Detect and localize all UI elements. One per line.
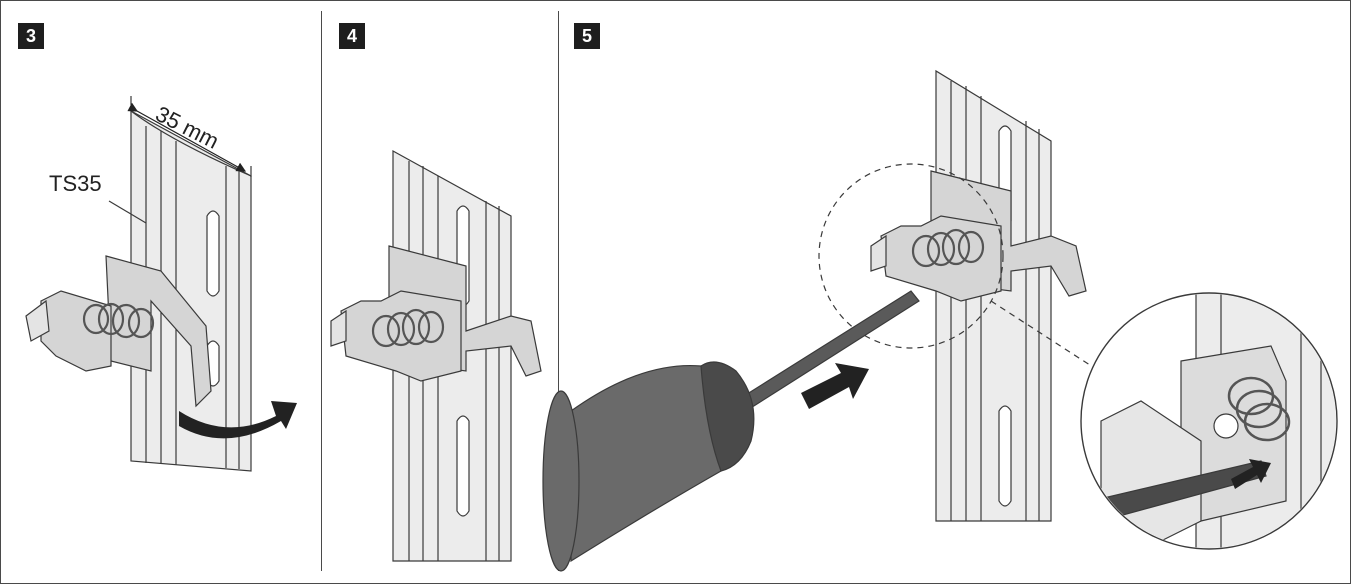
rail-leader-line [108,200,147,224]
detail-push-arrow [1231,459,1271,489]
rotation-arrow [179,401,297,439]
panel-3 [25,96,297,472]
spring-3 [82,302,155,339]
dimension-arrow [127,102,247,172]
clip-3 [25,255,212,408]
step-4-badge: 4 [339,23,365,49]
panel-4 [330,149,542,562]
step-3-badge: 3 [18,23,44,49]
detail-leader-line [990,300,1097,370]
rail-type-label: TS35 [49,171,102,196]
step-5-badge: 5 [574,23,600,49]
detail-zoom [1080,292,1338,550]
panel-divider-1 [321,11,322,571]
panel-5 [542,69,1338,572]
panel-divider-2 [558,11,559,571]
spring-5 [911,228,985,268]
spring-4 [371,308,445,348]
clip-4 [330,245,542,382]
screwdriver [542,290,920,572]
clip-5 [870,170,1087,302]
detail-dashed-circle [818,163,1004,349]
push-arrow [801,363,869,409]
